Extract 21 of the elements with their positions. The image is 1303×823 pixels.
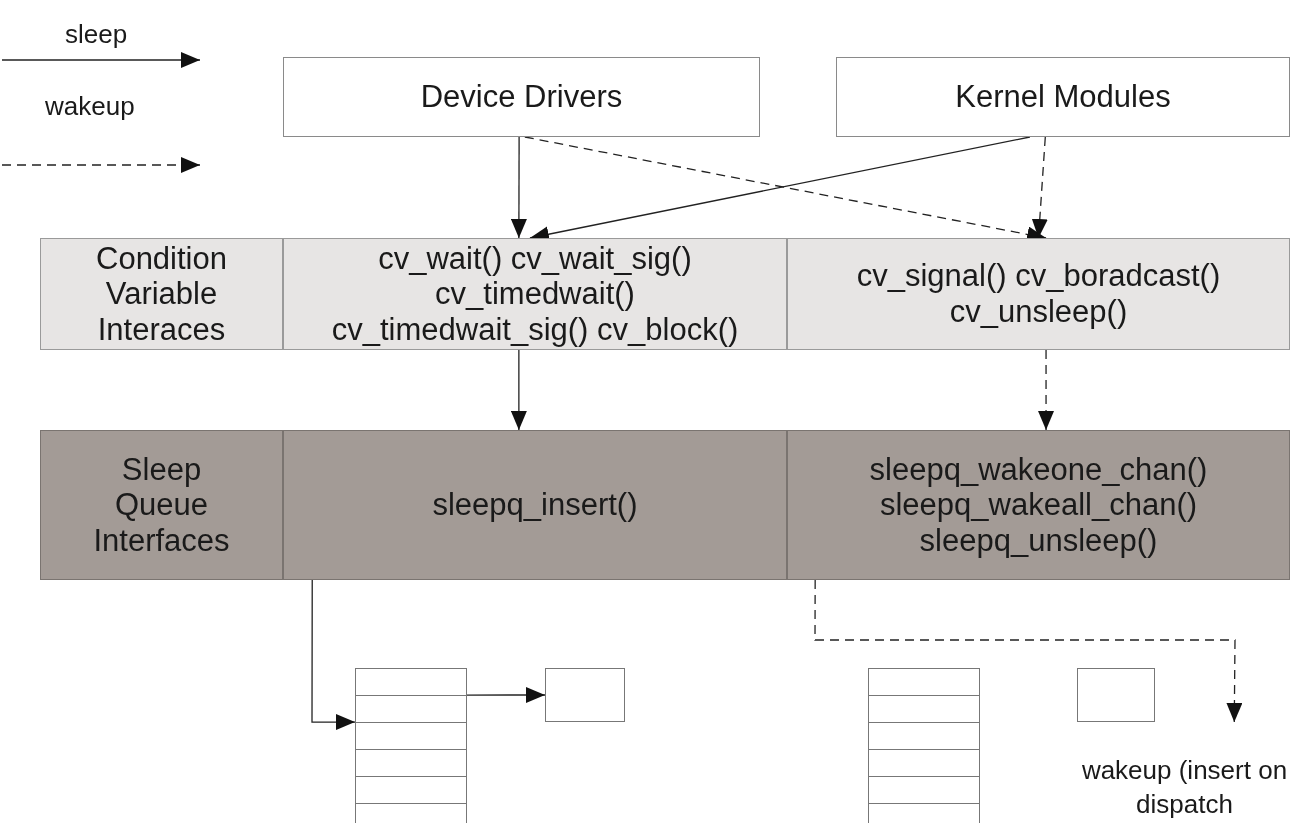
legend-label: wakeup [45, 90, 135, 123]
interface-cell: cv_signal() cv_boradcast() cv_unsleep() [787, 238, 1290, 350]
row-header-cell: Sleep Queue Interfaces [40, 430, 283, 580]
arrow [510, 349, 527, 431]
dashed-arrow [1038, 349, 1055, 431]
arrow [311, 579, 356, 731]
queue-table [355, 668, 467, 823]
row-header-cell: Condition Variable Interaces [40, 238, 283, 350]
arrow-caption: wakeup (insert on dispatch [1066, 722, 1303, 822]
interface-cell: sleepq_insert() [283, 430, 787, 580]
dashed-arrow [814, 579, 1243, 723]
empty-box [1077, 668, 1155, 722]
queue-table [868, 668, 980, 823]
arrow [466, 687, 546, 703]
empty-box [545, 668, 625, 722]
module-box: Kernel Modules [836, 57, 1290, 137]
module-box: Device Drivers [283, 57, 760, 137]
legend-label: sleep [65, 18, 128, 51]
interface-cell: sleepq_wakeone_chan() sleepq_wakeall_chan() sleepq_unsleep() [787, 430, 1290, 580]
arrow [510, 136, 527, 239]
interface-cell: cv_wait() cv_wait_sig() cv_timedwait() cv_timedwait_sig() cv_block() [283, 238, 787, 350]
